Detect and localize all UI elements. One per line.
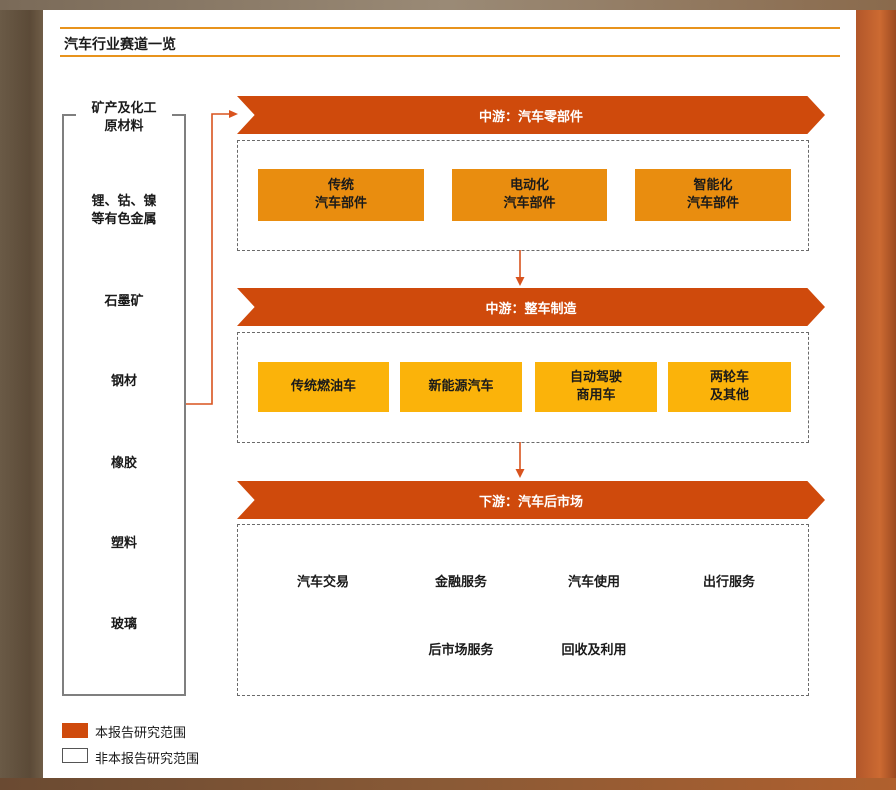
- raw-material-item: 玻璃: [110, 617, 137, 632]
- vehicle-chip-autonomous: 自动驾驶 商用车: [535, 362, 657, 412]
- downstream-item: 出行服务: [702, 575, 755, 590]
- legend-swatch-out-scope: [62, 748, 88, 763]
- raw-material-item: 钢材: [110, 374, 137, 389]
- diagram-title: 汽车行业赛道一览: [64, 37, 176, 53]
- downstream-item: 金融服务: [434, 575, 487, 590]
- vehicle-chip-two-wheeler: 两轮车 及其他: [668, 362, 791, 412]
- title-bottom-rule: [60, 55, 840, 57]
- raw-material-item: 橡胶: [110, 456, 137, 471]
- legend-swatch-in-scope: [62, 723, 88, 738]
- raw-material-item: 塑料: [110, 536, 137, 551]
- parts-chip-traditional: 传统 汽车部件: [258, 169, 424, 221]
- midstream-vehicle-box: [237, 332, 809, 443]
- background-photo-top: [0, 0, 896, 10]
- downstream-label: 下游：汽车后市场: [478, 494, 583, 510]
- raw-to-parts-connector: [186, 113, 232, 405]
- downstream-item: 汽车交易: [296, 575, 349, 590]
- parts-chip-electrified: 电动化 汽车部件: [452, 169, 607, 221]
- legend-out-scope: 非本报告研究范围: [95, 752, 200, 767]
- raw-materials-box: [62, 114, 186, 696]
- vehicle-chip-nev: 新能源汽车: [400, 362, 522, 412]
- downstream-item: 后市场服务: [428, 643, 494, 658]
- midstream-parts-banner: 中游：汽车零部件: [237, 96, 825, 134]
- legend-in-scope: 本报告研究范围: [95, 726, 187, 741]
- raw-materials-title: 矿产及化工 原材料: [76, 100, 172, 136]
- downstream-box: [237, 524, 809, 696]
- downstream-item: 回收及利用: [561, 643, 627, 658]
- midstream-parts-box: [237, 140, 809, 251]
- background-photo-bottom: [0, 778, 896, 790]
- parts-chip-intelligent: 智能化 汽车部件: [635, 169, 791, 221]
- parts-to-vehicle-arrowhead: [515, 277, 525, 286]
- midstream-parts-label: 中游：汽车零部件: [478, 109, 583, 125]
- title-top-rule: [60, 27, 840, 29]
- downstream-banner: 下游：汽车后市场: [237, 481, 825, 519]
- vehicle-to-downstream-arrowhead: [515, 469, 525, 478]
- midstream-vehicle-label: 中游：整车制造: [485, 301, 577, 317]
- raw-to-parts-arrowhead: [229, 110, 238, 118]
- midstream-vehicle-banner: 中游：整车制造: [237, 288, 825, 326]
- raw-material-item: 石墨矿: [104, 294, 144, 309]
- vehicle-chip-ice: 传统燃油车: [258, 362, 389, 412]
- downstream-item: 汽车使用: [567, 575, 620, 590]
- raw-material-item: 锂、钴、镍 等有色金属: [91, 194, 157, 227]
